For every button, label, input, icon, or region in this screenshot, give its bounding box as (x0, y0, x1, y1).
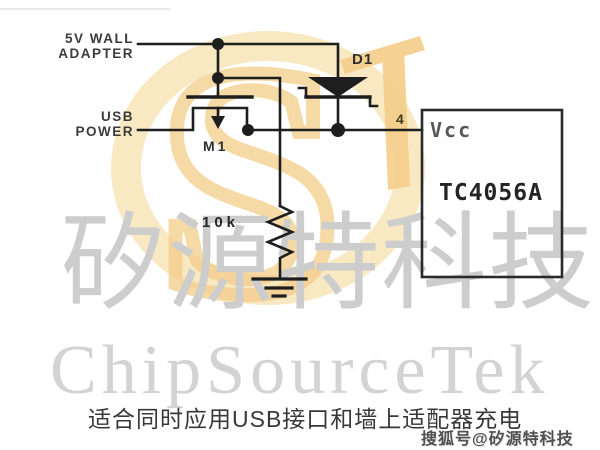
usb-power-label: USB POWER (30, 109, 134, 139)
wall-adapter-label: 5V WALL ADAPTER (30, 31, 134, 61)
wire-gate-to-resistor (216, 76, 282, 208)
ic-name-label: TC4056A (439, 180, 543, 206)
usb-power-label-line1: USB (100, 109, 134, 124)
wall-adapter-label-line1: 5V WALL (64, 31, 134, 46)
watermark-latin: ChipSourceTek (50, 332, 550, 409)
resistor-zigzag-icon (264, 204, 296, 281)
caption-text: 适合同时应用USB接口和墙上适配器充电 (88, 406, 523, 432)
mosfet-arrow-icon (211, 116, 225, 129)
diode-schottky-hook-left (297, 86, 308, 98)
chipsourcetek-logo-icon: S (111, 0, 425, 371)
junction-dots (212, 38, 345, 137)
resistor-value-label: 10k (202, 214, 240, 231)
mosfet-channel-and-usb-wire (136, 106, 249, 132)
diode-triangle-icon (308, 77, 368, 97)
sohu-watermark: 搜狐号@矽源特科技 (421, 431, 574, 448)
diode-schottky-hook-right (368, 96, 379, 108)
logo-ring (111, 31, 425, 305)
wire-wall-adapter (136, 42, 340, 79)
ground-icon (251, 277, 308, 298)
ic-box (420, 108, 564, 279)
logo-letter-t (340, 36, 425, 190)
logo-letter-s: S (158, 0, 342, 364)
diode-ref-label: D1 (352, 51, 374, 68)
pin-name-label: Vcc (430, 118, 473, 142)
wall-adapter-label-line2: ADAPTER (58, 46, 134, 61)
mosfet-ref-label: M1 (203, 138, 229, 154)
watermark-cjk: 矽源特科技 (60, 206, 595, 323)
pin-number-label: 4 (396, 111, 404, 127)
usb-power-label-line2: POWER (75, 124, 134, 139)
